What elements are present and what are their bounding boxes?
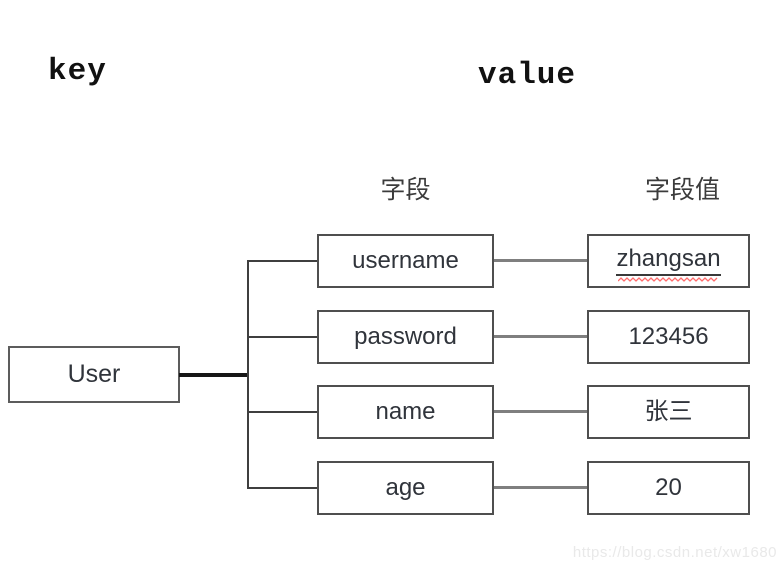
key-label: key (48, 54, 107, 89)
field-value-connector-line (494, 486, 587, 489)
value-wrap: zhangsan (616, 245, 721, 282)
root-node-label: User (67, 360, 121, 388)
tree-branch-line (247, 411, 317, 413)
value-label: 20 (655, 473, 682, 501)
field-box-password: password (317, 310, 494, 364)
spellcheck-squiggle-icon (617, 276, 717, 282)
field-label: username (352, 247, 459, 274)
value-label: zhangsan (616, 245, 721, 276)
field-value-connector-line (494, 259, 587, 262)
field-box-username: username (317, 234, 494, 288)
root-node-box: User (8, 346, 180, 403)
watermark-text: https://blog.csdn.net/xw1680 (572, 544, 777, 561)
field-label: password (354, 323, 457, 350)
field-label: name (375, 398, 436, 425)
value-wrap: 123456 (628, 322, 709, 350)
field-value-connector-line (494, 335, 587, 338)
value-box-password: 123456 (587, 310, 750, 364)
tree-branch-line (247, 336, 317, 338)
field-column-header: 字段 (380, 175, 431, 204)
value-box-age: 20 (587, 461, 750, 515)
value-box-name: 张三 (587, 385, 750, 439)
field-value-connector-line (494, 410, 587, 413)
field-box-name: name (317, 385, 494, 439)
value-wrap: 20 (655, 473, 682, 501)
value-box-username: zhangsan (587, 234, 750, 288)
value-column-header: 字段值 (644, 175, 720, 204)
tree-branch-line (247, 487, 317, 489)
field-box-age: age (317, 461, 494, 515)
value-label: value (478, 58, 577, 93)
root-connector-line (179, 373, 248, 377)
tree-spine-line (247, 260, 249, 489)
value-wrap: 张三 (644, 397, 693, 425)
value-label: 张三 (644, 397, 693, 425)
tree-branch-line (247, 260, 317, 262)
field-label: age (385, 474, 426, 501)
value-label: 123456 (628, 322, 709, 350)
